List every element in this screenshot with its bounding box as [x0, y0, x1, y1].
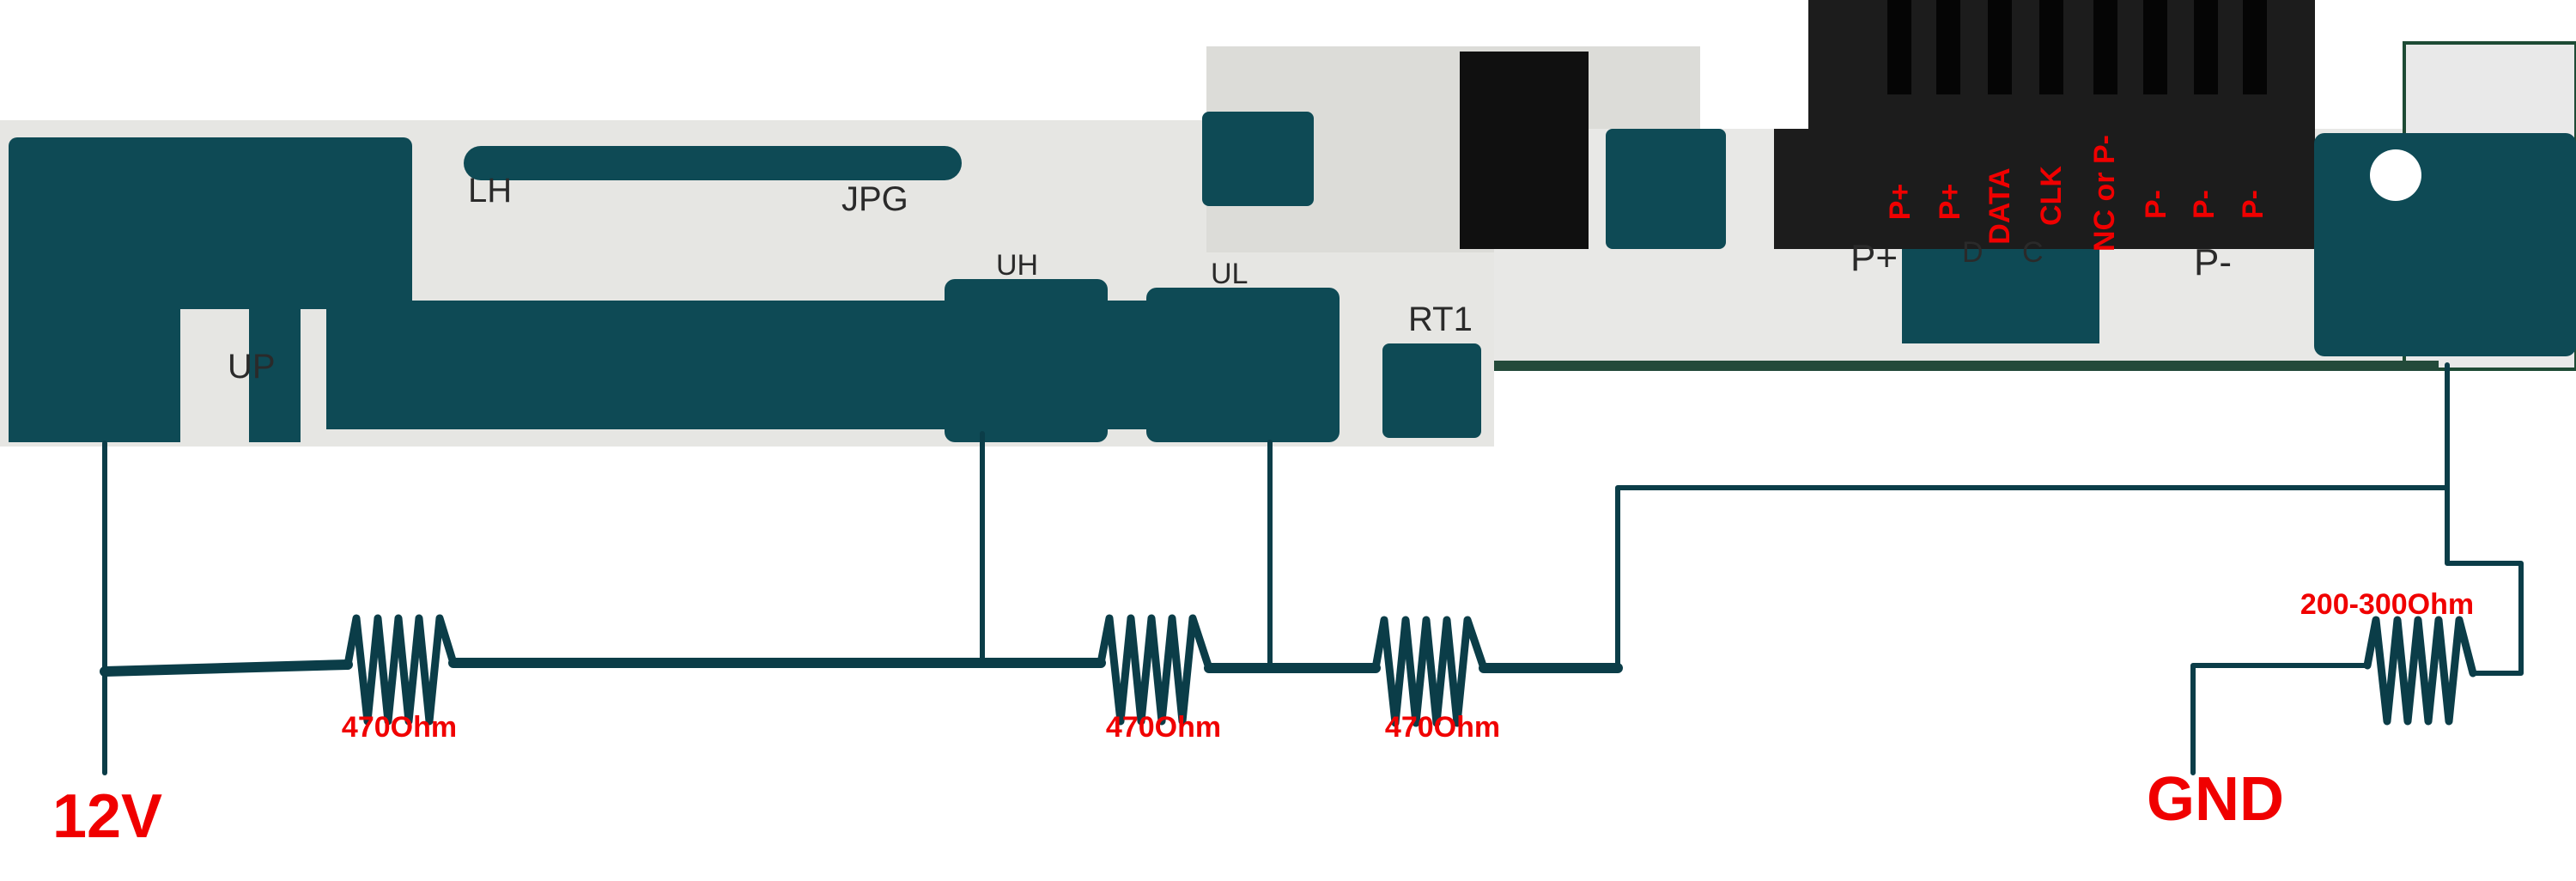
pad-mosfet: [1902, 249, 2099, 343]
trace-top: [464, 146, 962, 180]
wire-pminus-r4: [2445, 362, 2524, 676]
wire-12v-r1: [100, 659, 353, 677]
connector-pin-labels: P+ P+ DATA CLK NC or P- P- P- P-: [1884, 135, 2269, 252]
terminal-12v-label: 12V: [52, 782, 162, 851]
ic-chip: [1460, 52, 1589, 249]
pad-up-top: [9, 137, 412, 309]
pin-label-4: CLK: [2035, 166, 2068, 226]
silk-up: UP: [228, 348, 276, 386]
pad-rt1: [1382, 343, 1481, 438]
pin-label-1: P+: [1884, 184, 1917, 221]
silk-rt1: RT1: [1408, 301, 1473, 338]
pad-ul: [1146, 288, 1340, 442]
pcb-board: P+ P- D C JPG RT1 UP LH UH UL: [0, 0, 2576, 447]
pad-ic-right: [1606, 129, 1726, 249]
silk-lh: LH: [468, 172, 512, 210]
pad-p-minus: [2314, 133, 2576, 356]
copper-pads: [9, 52, 2576, 442]
pin-label-8: P-: [2237, 190, 2269, 219]
pad-ic-left: [1202, 112, 1314, 206]
resistor-2-zigzag: [1097, 614, 1213, 726]
pad-up-right: [249, 292, 301, 442]
wire-to-pminus: [1615, 485, 2450, 671]
pin-label-6: P-: [2140, 190, 2172, 219]
silk-uh: UH: [996, 249, 1038, 282]
pin-label-3: DATA: [1984, 167, 2016, 244]
board-edge: [1494, 361, 2439, 371]
resistor-1-label: 470Ohm: [342, 711, 457, 744]
resistor-3-zigzag: [1371, 616, 1488, 727]
resistor-4-label: 200-300Ohm: [2300, 588, 2474, 621]
silk-ul: UL: [1211, 258, 1248, 290]
connector-notch: [1774, 0, 1808, 129]
connector-slots: [1887, 0, 2267, 94]
silk-jpg: JPG: [841, 180, 908, 218]
mounting-hole: [2370, 149, 2421, 201]
pad-uh: [945, 279, 1108, 442]
resistor-4-zigzag: [2363, 616, 2477, 726]
silk-c: C: [2022, 236, 2044, 269]
resistor-1-zigzag: [343, 614, 458, 726]
terminal-gnd-label: GND: [2147, 765, 2284, 834]
pin-label-2: P+: [1934, 184, 1966, 221]
pad-up-left: [9, 292, 180, 442]
silk-p-minus: P-: [2194, 241, 2232, 283]
pin-label-7: P-: [2188, 190, 2221, 219]
resistor-2-label: 470Ohm: [1106, 711, 1221, 744]
wiring: [100, 362, 2524, 775]
silk-d: D: [1962, 236, 1984, 269]
wire-gnd: [2190, 663, 2370, 775]
pin-label-5: NC or P-: [2088, 135, 2121, 252]
pad-lh-area: [326, 301, 1279, 429]
resistor-3-label: 470Ohm: [1385, 711, 1500, 744]
silk-p-plus: P+: [1850, 237, 1898, 279]
